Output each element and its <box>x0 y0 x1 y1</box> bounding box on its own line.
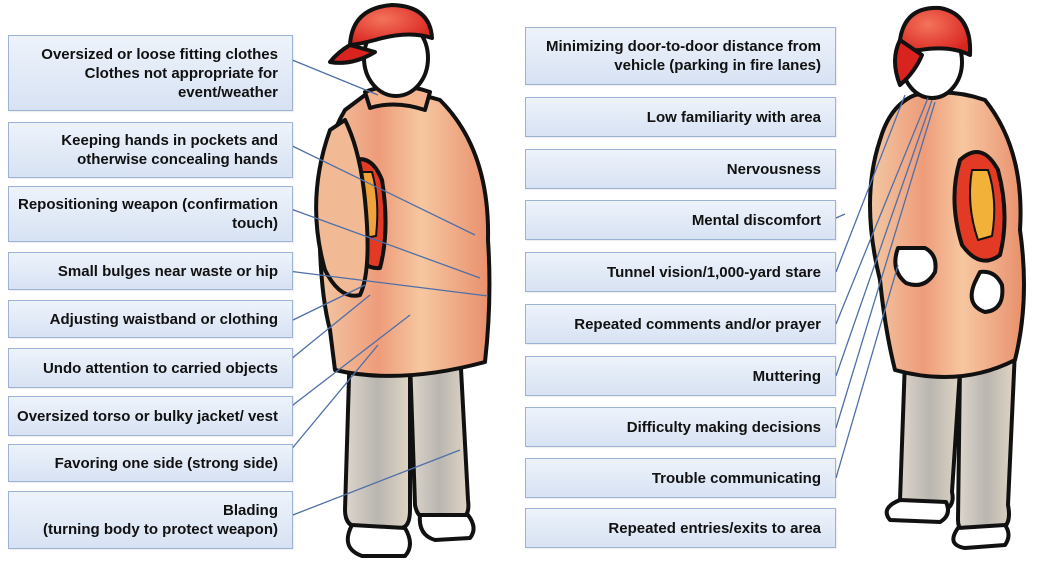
label-trouble-communicating: Trouble communicating <box>525 458 836 498</box>
right-connectors <box>835 94 936 479</box>
label-text: Repeated comments and/or prayer <box>574 315 821 333</box>
label-muttering: Muttering <box>525 356 836 396</box>
label-repositioning-weapon: Repositioning weapon (confirmation touch… <box>8 186 293 242</box>
label-text: (turning body to protect weapon) <box>43 521 278 538</box>
label-text: Repositioning weapon (confirmation touch… <box>18 196 278 232</box>
label-text: Oversized or loose fitting clothes <box>41 45 278 63</box>
label-carried-objects: Undo attention to carried objects <box>8 348 293 388</box>
label-low-familiarity: Low familiarity with area <box>525 97 836 137</box>
label-nervousness: Nervousness <box>525 149 836 189</box>
label-difficulty-decisions: Difficulty making decisions <box>525 407 836 447</box>
label-loose-clothes: Oversized or loose fitting clothes Cloth… <box>8 35 293 111</box>
label-text: Clothes not appropriate for event/weathe… <box>84 64 278 101</box>
label-text: Difficulty making decisions <box>626 418 821 436</box>
label-repeated-comments: Repeated comments and/or prayer <box>525 304 836 344</box>
label-favoring-side: Favoring one side (strong side) <box>8 444 293 482</box>
label-door-to-door: Minimizing door-to-door distance from ve… <box>525 27 836 85</box>
label-text: Muttering <box>752 367 821 385</box>
label-blading: Blading (turning body to protect weapon) <box>8 491 293 549</box>
label-text: Undo attention to carried objects <box>42 359 278 377</box>
label-concealing-hands: Keeping hands in pockets and otherwise c… <box>8 122 293 178</box>
label-text: Adjusting waistband or clothing <box>49 310 278 328</box>
label-text: Low familiarity with area <box>646 108 821 126</box>
label-text: Trouble communicating <box>651 469 821 487</box>
label-adjusting-waistband: Adjusting waistband or clothing <box>8 300 293 338</box>
label-small-bulges: Small bulges near waste or hip <box>8 252 293 290</box>
person-figure-back <box>314 3 492 558</box>
left-connectors <box>279 54 489 521</box>
label-mental-discomfort: Mental discomfort <box>525 200 836 240</box>
label-text: Small bulges near waste or hip <box>57 262 278 280</box>
label-text: Nervousness <box>726 160 821 178</box>
label-text: Blading <box>223 502 278 519</box>
label-text: Repeated entries/exits to area <box>608 519 821 537</box>
label-oversized-torso: Oversized torso or bulky jacket/ vest <box>8 396 293 436</box>
label-text: Favoring one side (strong side) <box>54 454 278 472</box>
label-text: Mental discomfort <box>691 211 821 229</box>
label-text: Oversized torso or bulky jacket/ vest <box>17 407 278 425</box>
label-tunnel-vision: Tunnel vision/1,000-yard stare <box>525 252 836 292</box>
person-figure-front <box>868 5 1026 550</box>
label-text: Minimizing door-to-door distance from ve… <box>546 38 821 74</box>
label-text: Tunnel vision/1,000-yard stare <box>607 263 821 281</box>
label-text: Keeping hands in pockets and otherwise c… <box>61 132 278 168</box>
label-repeated-entries: Repeated entries/exits to area <box>525 508 836 548</box>
